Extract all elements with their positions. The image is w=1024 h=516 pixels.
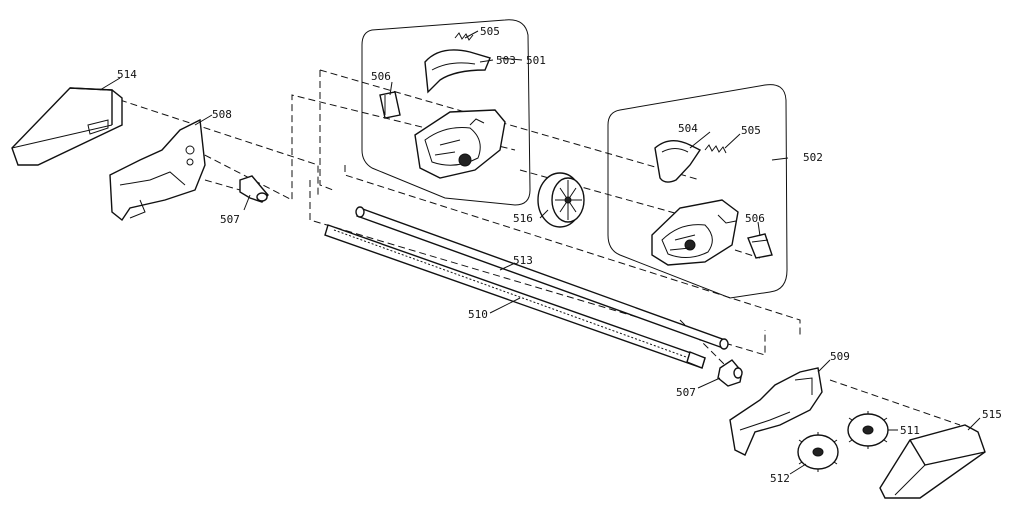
- part-508-side-frame: [109, 118, 206, 222]
- label-507-left: 507: [220, 213, 240, 226]
- part-516-pulley: [537, 172, 585, 228]
- assembly-line-h: [204, 179, 241, 191]
- label-513: 513: [513, 254, 533, 267]
- assembly-line-g: [519, 169, 701, 221]
- part-515-end-cover: [879, 424, 986, 499]
- label-512: 512: [770, 472, 790, 485]
- part-511-gear: [847, 411, 889, 449]
- label-508: 508: [212, 108, 232, 121]
- group-502-boundary: [607, 84, 788, 299]
- part-505-spring-right: [704, 144, 727, 154]
- part-507-bushing-right: [717, 359, 743, 387]
- label-509: 509: [830, 350, 850, 363]
- label-510: 510: [468, 308, 488, 321]
- label-515: 515: [982, 408, 1002, 421]
- label-516: 516: [513, 212, 533, 225]
- leader-lines: [99, 30, 981, 475]
- part-505-spring-top: [454, 32, 474, 41]
- part-506-clip-right: [747, 233, 773, 259]
- label-502: 502: [803, 151, 823, 164]
- label-501: 501: [526, 54, 546, 67]
- gear-housing-upper: [414, 109, 506, 179]
- label-503: 503: [496, 54, 516, 67]
- part-504-cover-plate: [654, 140, 702, 183]
- assembly-line-j: [734, 249, 761, 259]
- part-510-roller: [324, 224, 706, 369]
- assembly-line-a: [119, 99, 319, 195]
- assembly-line-e: [344, 165, 801, 335]
- part-506-clip-upper: [379, 91, 401, 119]
- part-509-side-frame: [729, 367, 823, 456]
- label-506-right: 506: [745, 212, 765, 225]
- part-507-bushing-left: [239, 175, 269, 203]
- assembly-line-f: [309, 180, 766, 356]
- assembly-line-i: [829, 379, 961, 426]
- gear-housing-lower: [651, 199, 739, 266]
- label-514: 514: [117, 68, 137, 81]
- assembly-line-c: [319, 70, 334, 191]
- part-514-end-cover: [11, 87, 123, 166]
- label-511: 511: [900, 424, 920, 437]
- label-507-right: 507: [676, 386, 696, 399]
- part-503-cover-plate: [424, 49, 491, 94]
- group-501-boundary: [361, 19, 531, 206]
- part-512-gear: [797, 432, 839, 472]
- label-505-top: 505: [480, 25, 500, 38]
- label-504: 504: [678, 122, 698, 135]
- label-505-right: 505: [741, 124, 761, 137]
- assembly-line-d: [319, 69, 701, 181]
- label-506-upper: 506: [371, 70, 391, 83]
- part-513-shaft: [355, 206, 729, 350]
